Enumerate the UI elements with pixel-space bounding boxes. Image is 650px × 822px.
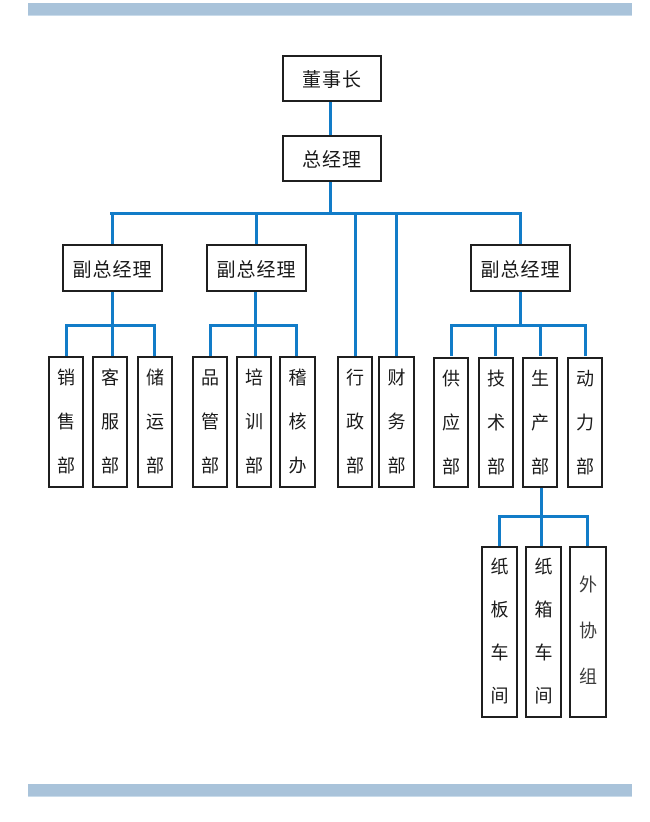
connector-drop-supply (450, 324, 453, 356)
org-node-deputy-gm-1: 副总经理 (62, 244, 163, 292)
org-node-deputy-gm-3: 副总经理 (470, 244, 571, 292)
org-node-storage-transport-dept-label: 储 运 部 (146, 368, 164, 476)
connector-drop-vgm1 (111, 212, 114, 244)
org-node-cardboard-workshop-label: 纸 板 车 间 (490, 557, 509, 706)
connector-drop-outsourcing (586, 515, 589, 546)
org-node-quality-control-dept: 品 管 部 (192, 356, 228, 488)
connector-chairman-gm (329, 102, 332, 135)
org-node-admin-dept: 行 政 部 (337, 356, 373, 488)
connector-drop-audit (295, 324, 298, 356)
connector-drop-finance (395, 212, 398, 356)
connector-vgm3-children (519, 292, 522, 326)
org-node-technical-dept: 技 术 部 (478, 357, 514, 488)
connector-drop-power (584, 324, 587, 356)
org-node-supply-dept: 供 应 部 (433, 357, 469, 488)
org-node-production-dept-label: 生 产 部 (531, 368, 549, 477)
org-node-training-dept: 培 训 部 (236, 356, 272, 488)
org-node-deputy-gm-2-label: 副总经理 (216, 259, 297, 281)
connector-drop-quality (209, 324, 212, 356)
org-node-outsourcing-group: 外 协 组 (569, 546, 607, 718)
org-node-finance-dept-label: 财 务 部 (387, 368, 406, 476)
org-node-chairman: 董事长 (282, 55, 382, 102)
org-node-audit-office: 稽 核 办 (279, 356, 316, 488)
org-node-sales-dept-label: 销 售 部 (57, 368, 75, 476)
connector-drop-admin (354, 212, 357, 356)
top-divider-bar (28, 3, 632, 16)
org-node-outsourcing-group-label: 外 协 组 (579, 575, 597, 688)
connector-drop-vgm2 (255, 212, 258, 244)
org-node-sales-dept: 销 售 部 (48, 356, 84, 488)
org-node-training-dept-label: 培 训 部 (245, 368, 263, 476)
org-node-audit-office-label: 稽 核 办 (288, 368, 307, 476)
org-node-storage-transport-dept: 储 运 部 (137, 356, 173, 488)
org-node-power-dept-label: 动 力 部 (576, 368, 594, 477)
org-node-technical-dept-label: 技 术 部 (487, 368, 505, 477)
connector-group3-horizontal (450, 324, 587, 327)
connector-drop-production (539, 324, 542, 356)
org-node-general-manager: 总经理 (282, 135, 382, 182)
connector-group2-horizontal (209, 324, 298, 327)
org-node-production-dept: 生 产 部 (522, 357, 558, 488)
connector-drop-vgm3 (519, 212, 522, 244)
org-node-carton-workshop: 纸 箱 车 间 (525, 546, 562, 718)
org-node-quality-control-dept-label: 品 管 部 (201, 368, 219, 476)
org-node-deputy-gm-2: 副总经理 (206, 244, 307, 292)
org-node-customer-service-dept-label: 客 服 部 (101, 368, 119, 476)
connector-drop-storage (153, 324, 156, 356)
connector-group1-horizontal (65, 324, 156, 327)
org-node-deputy-gm-3-label: 副总经理 (480, 259, 561, 281)
org-node-admin-dept-label: 行 政 部 (346, 368, 364, 476)
connector-drop-board-workshop (498, 515, 501, 546)
org-node-general-manager-label: 总经理 (301, 150, 362, 171)
connector-drop-tech (494, 324, 497, 356)
org-node-supply-dept-label: 供 应 部 (442, 368, 460, 477)
org-node-finance-dept: 财 务 部 (378, 356, 415, 488)
connector-gm-trunk (329, 182, 332, 214)
org-node-cardboard-workshop: 纸 板 车 间 (481, 546, 518, 718)
connector-main-horizontal (110, 212, 522, 215)
connector-group4-horizontal (498, 515, 589, 518)
org-node-deputy-gm-1-label: 副总经理 (72, 259, 153, 281)
org-node-carton-workshop-label: 纸 箱 车 间 (534, 557, 553, 706)
org-node-customer-service-dept: 客 服 部 (92, 356, 128, 488)
connector-drop-sales (65, 324, 68, 356)
org-node-power-dept: 动 力 部 (567, 357, 603, 488)
bottom-divider-bar (28, 784, 632, 797)
org-node-chairman-label: 董事长 (301, 70, 362, 91)
